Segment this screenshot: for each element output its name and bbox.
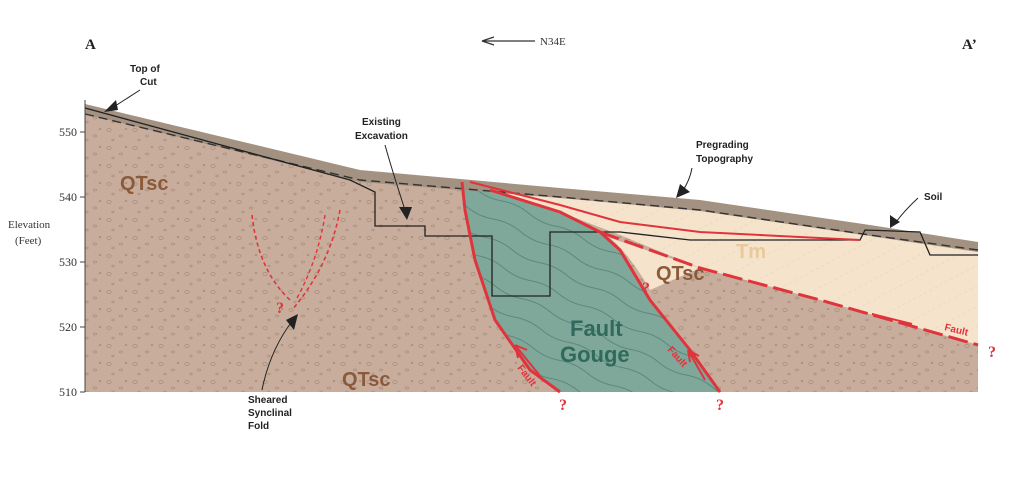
syncline-inner-trace xyxy=(295,214,326,301)
callout-arrowheads xyxy=(104,100,900,330)
fault-right xyxy=(599,230,979,347)
callout-top-of-cut-1: Top of xyxy=(130,64,160,75)
callout-existing-1: Existing xyxy=(362,117,401,128)
uncertain-mark-right-fault: ? xyxy=(988,344,996,361)
tick-label-520: 520 xyxy=(59,320,77,334)
tm-texture xyxy=(480,185,978,345)
callout-soil: Soil xyxy=(924,192,943,203)
orientation-label: N34E xyxy=(540,36,566,48)
tick-label-530: 530 xyxy=(59,255,77,269)
axis-ticks xyxy=(80,131,85,393)
callout-fold-2: Synclinal xyxy=(248,408,292,419)
uncertain-mark-lens: ? xyxy=(642,280,650,297)
tick-label-540: 540 xyxy=(59,190,77,204)
tick-label-510: 510 xyxy=(59,385,77,399)
unit-label-qtsc-right: QTsc xyxy=(656,263,705,285)
uncertain-mark-left-fault: ? xyxy=(559,397,567,414)
existing-excavation-line xyxy=(84,107,978,297)
section-end-label: A’ xyxy=(962,37,977,53)
unit-label-gouge-2: Gouge xyxy=(560,342,630,367)
unit-label-gouge-1: Fault xyxy=(570,316,623,341)
unit-label-tm: Tm xyxy=(736,241,766,263)
callout-pregrading-1: Pregrading xyxy=(696,140,749,151)
syncline-left-trace xyxy=(251,214,291,301)
callout-top-of-cut-2: Cut xyxy=(140,77,157,88)
unit-label-qtsc-bottom: QTsc xyxy=(342,369,391,391)
qtsc-upper-lens xyxy=(610,238,700,290)
callout-existing-2: Excavation xyxy=(355,131,408,142)
axis-title-line1: Elevation xyxy=(8,219,51,231)
callout-fold-1: Sheared xyxy=(248,395,287,406)
fault-arrow-left xyxy=(514,344,546,383)
callout-pregrading-2: Topography xyxy=(696,154,753,165)
fault-arrow-right xyxy=(871,313,913,325)
soil-band xyxy=(85,104,978,252)
fault-top-branch xyxy=(469,181,861,241)
tick-label-550: 550 xyxy=(59,125,77,139)
fault-gouge-texture xyxy=(462,182,720,392)
callout-leaders xyxy=(111,89,919,391)
orientation-arrow-icon xyxy=(481,36,535,46)
axis-title-line2: (Feet) xyxy=(15,235,42,247)
uncertain-mark-middle-fault: ? xyxy=(716,397,724,414)
uncertain-mark-fold: ? xyxy=(276,300,284,317)
unit-label-qtsc-left: QTsc xyxy=(120,173,169,195)
section-start-label: A xyxy=(85,37,96,53)
fault-left xyxy=(460,181,561,394)
qtsc-lens-texture xyxy=(600,232,978,392)
pregrading-topography-line xyxy=(84,113,979,251)
syncline-right-trace xyxy=(291,209,341,311)
fault-arrow-middle xyxy=(687,349,706,381)
callout-fold-3: Fold xyxy=(248,421,269,432)
